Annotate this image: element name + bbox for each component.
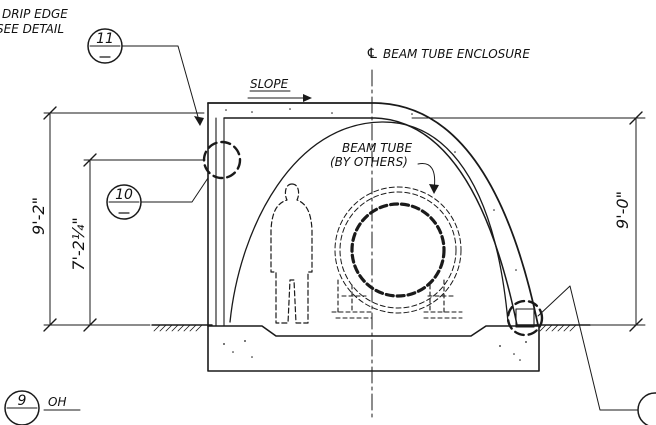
dimension-outer-height-label: 9'-2" (29, 197, 48, 235)
dimension-outer-height: 9'-2" (29, 106, 205, 332)
roof-shell (207, 102, 539, 326)
dimension-right-height-label: 9'-0" (613, 191, 632, 229)
drip-edge-note-line1: DRIP EDGE (2, 7, 68, 21)
detail-10-leader (140, 177, 209, 203)
left-wall (207, 102, 225, 327)
detail-callout-11: 11 (87, 28, 123, 64)
beam-tube-note-line2: (BY OTHERS) (330, 155, 408, 169)
detail-box-9 (515, 308, 535, 328)
detail-callout-10-number: 10 (115, 187, 133, 203)
detail-callout-9-suffix: OH (48, 395, 66, 409)
beam-tube-note-line1: BEAM TUBE (342, 141, 413, 155)
detail-marker-9 (506, 299, 544, 337)
slope-note: SLOPE (247, 77, 312, 102)
detail-callout-11-number: 11 (96, 31, 114, 47)
dimension-right-height: 9'-0" (411, 111, 646, 332)
beam-tube-leader-arrow (429, 184, 439, 194)
beam-tube (334, 186, 462, 314)
detail-callout-right (537, 285, 656, 425)
detail-marker-10 (202, 140, 242, 180)
detail-callout-10: 10 (106, 184, 142, 220)
centerline-label: BEAM TUBE ENCLOSURE (383, 47, 530, 61)
centerline-symbol: ℄ (366, 46, 379, 62)
drip-edge-leader (121, 45, 201, 125)
slope-label: SLOPE (250, 77, 289, 91)
dimension-inner-height: 7'-2¼" (69, 153, 206, 332)
inner-arch (229, 121, 509, 323)
tube-supports (331, 279, 463, 319)
person-silhouette (270, 183, 313, 324)
foundation-slab (207, 325, 540, 372)
drip-edge-note-line2: SEE DETAIL (0, 22, 64, 36)
detail-callout-9-number: 9 (18, 393, 27, 409)
dimension-inner-height-label: 7'-2¼" (69, 217, 88, 270)
drip-edge-leader-arrow (194, 116, 204, 126)
ground-line (151, 324, 591, 332)
detail-callout-9: 9 OH (4, 390, 81, 425)
